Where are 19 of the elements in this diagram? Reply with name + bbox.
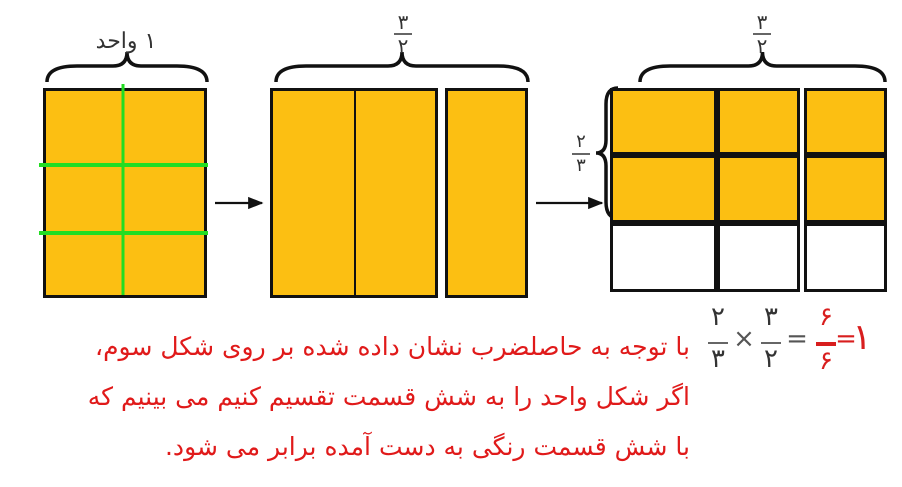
equation-term: = bbox=[835, 326, 857, 352]
equation-term: ۳ bbox=[764, 304, 778, 330]
explanation-text: با توجه به حاصلضرب نشان داده شده بر روی شکل سوم، اگر شکل واحد را به شش قسمت تقسیم کنیم می بینیم که با شش قسمت رنگی به دست آمده برابر می شود. bbox=[86, 331, 690, 464]
brace-label: ۳ bbox=[576, 157, 586, 175]
equation-term: ۶ bbox=[819, 304, 833, 330]
brace-label: ۲ bbox=[398, 36, 408, 56]
equation-term: = bbox=[786, 326, 808, 352]
equation-term: ۶ bbox=[819, 348, 833, 374]
equation-term: ۳ bbox=[711, 346, 725, 372]
brace-label: ۲ bbox=[576, 133, 586, 151]
arrow bbox=[215, 196, 264, 210]
brace-label: ۱ واحد bbox=[96, 31, 156, 53]
equation-term: ۲ bbox=[711, 304, 725, 330]
brace-label: ۳ bbox=[398, 12, 408, 32]
arrow bbox=[536, 196, 604, 210]
equation-term: ۲ bbox=[764, 346, 778, 372]
brace-label: ۲ bbox=[756, 36, 768, 56]
equation-term: × bbox=[733, 326, 755, 352]
brace-label: ۳ bbox=[756, 12, 768, 32]
